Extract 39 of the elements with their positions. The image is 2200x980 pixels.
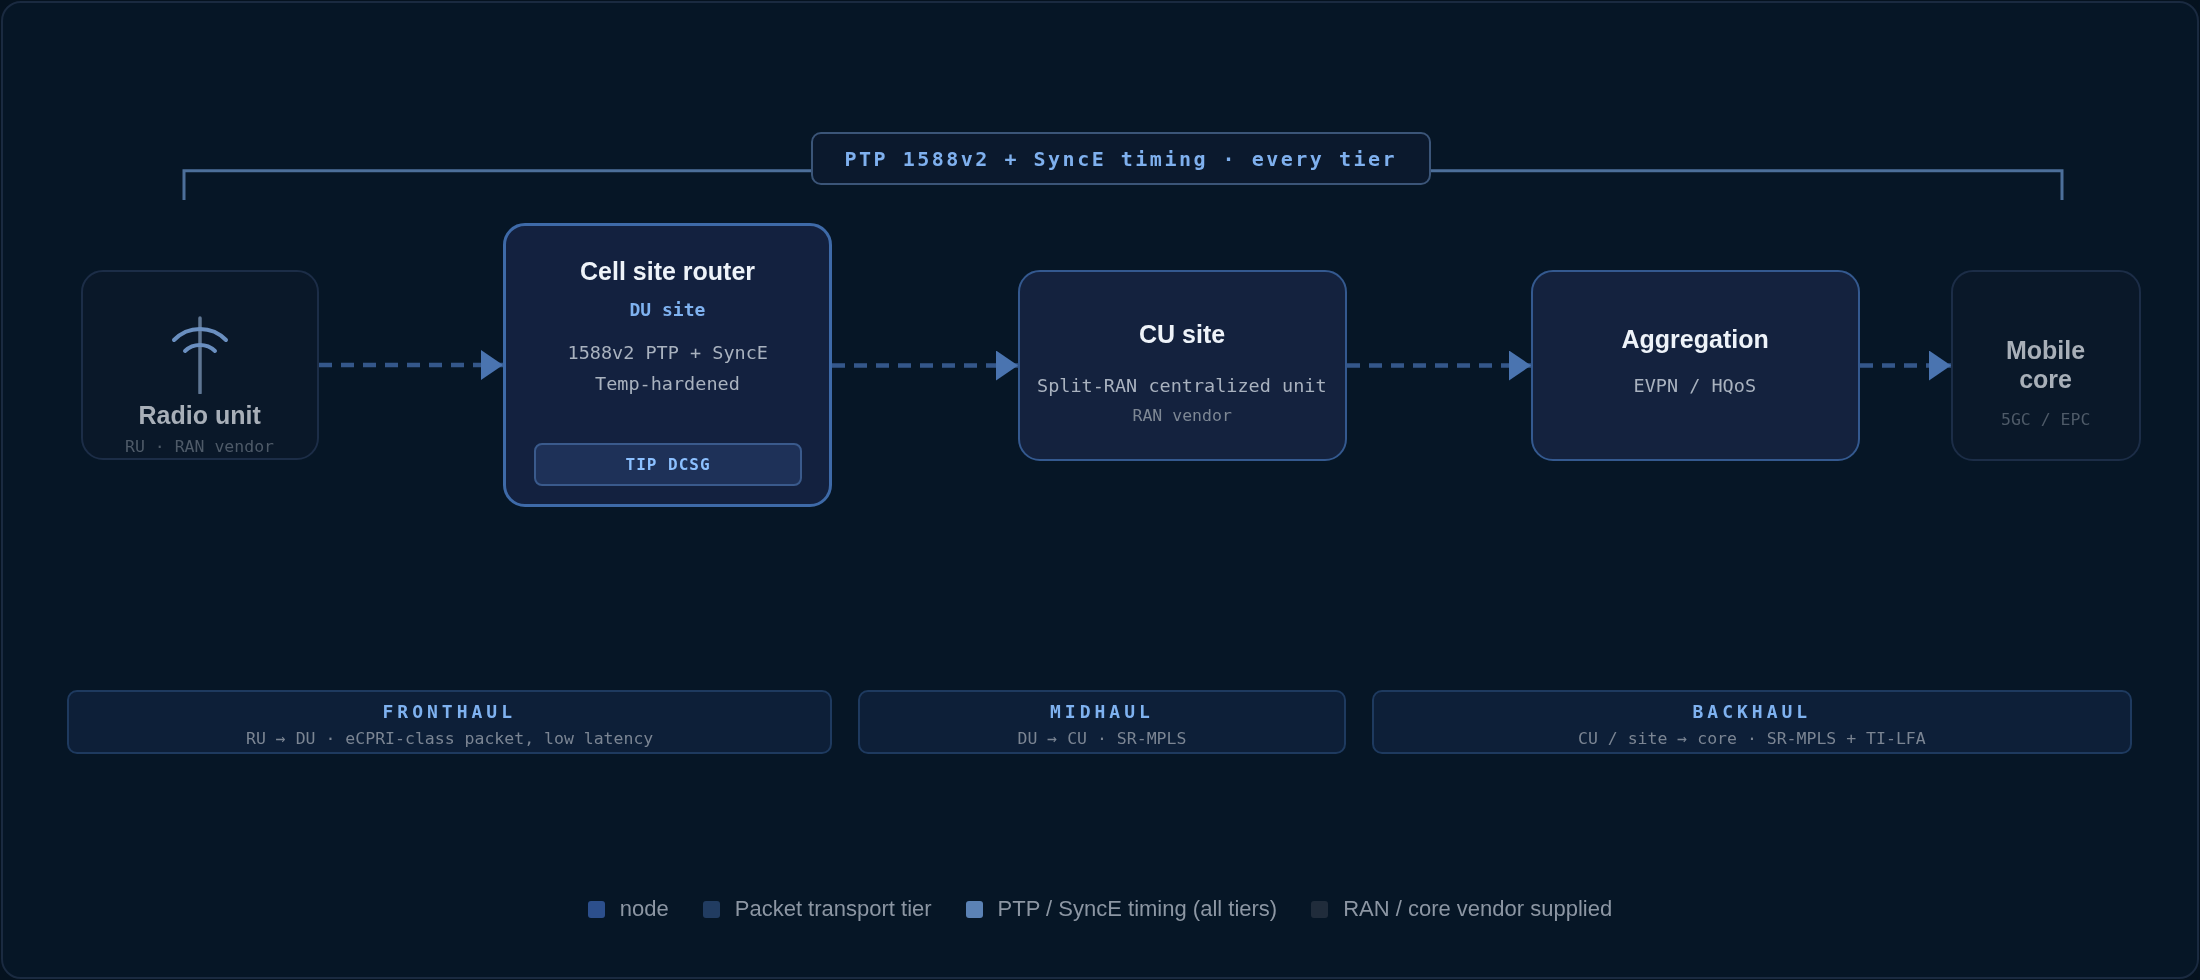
node-card	[1018, 270, 1347, 461]
feature-text: Split-RAN centralized unit	[1037, 375, 1327, 396]
tier-band	[1372, 690, 2132, 754]
dashed-arrow	[832, 350, 1018, 381]
band-title: FRONTHAUL	[382, 700, 517, 722]
dashed-arrow	[1347, 350, 1531, 381]
legend-label: PTP / SyncE timing (all tiers)	[997, 896, 1278, 923]
node-title: Cell site router	[580, 256, 756, 286]
legend-label: RAN / core vendor supplied	[1343, 896, 1613, 923]
feature-text: 1588v2 PTP + SyncE	[567, 341, 768, 363]
feature-text: EVPN / HQoS	[1633, 375, 1757, 396]
node-title: Mobile core	[2006, 335, 2086, 394]
band-title: MIDHAUL	[1050, 700, 1154, 722]
node-subtitle: RAN vendor	[1132, 406, 1232, 425]
node-card	[1951, 270, 2141, 461]
node-subtitle: DU site	[629, 298, 706, 320]
spec-badge	[534, 443, 802, 486]
tier-band	[858, 690, 1346, 754]
node-subtitle: 5GC / EPC	[2001, 410, 2091, 429]
label-box	[811, 132, 1431, 185]
band-description: CU / site → core · SR-MPLS + TI-LFA	[1578, 728, 1926, 748]
band-title: BACKHAUL	[1692, 700, 1812, 722]
node-title: CU site	[1139, 320, 1226, 349]
legend-label: node	[619, 896, 669, 923]
node-card	[1531, 270, 1860, 461]
dashed-arrow	[1860, 350, 1951, 381]
dashed-arrow	[319, 350, 503, 380]
node-subtitle: RU · RAN vendor	[125, 437, 274, 456]
band-description: DU → CU · SR-MPLS	[1017, 728, 1187, 748]
legend-label: Packet transport tier	[734, 896, 932, 923]
node-card	[503, 223, 832, 507]
badge-label: TIP DCSG	[625, 455, 711, 474]
node-title: Aggregation	[1621, 325, 1769, 354]
tier-band	[67, 690, 832, 754]
node-title: Radio unit	[138, 401, 261, 430]
feature-text: Temp-hardened	[595, 372, 740, 394]
timing-label: PTP 1588v2 + SyncE timing · every tier	[844, 146, 1398, 171]
band-description: RU → DU · eCPRI-class packet, low latency	[246, 728, 654, 748]
node-card	[81, 270, 319, 460]
